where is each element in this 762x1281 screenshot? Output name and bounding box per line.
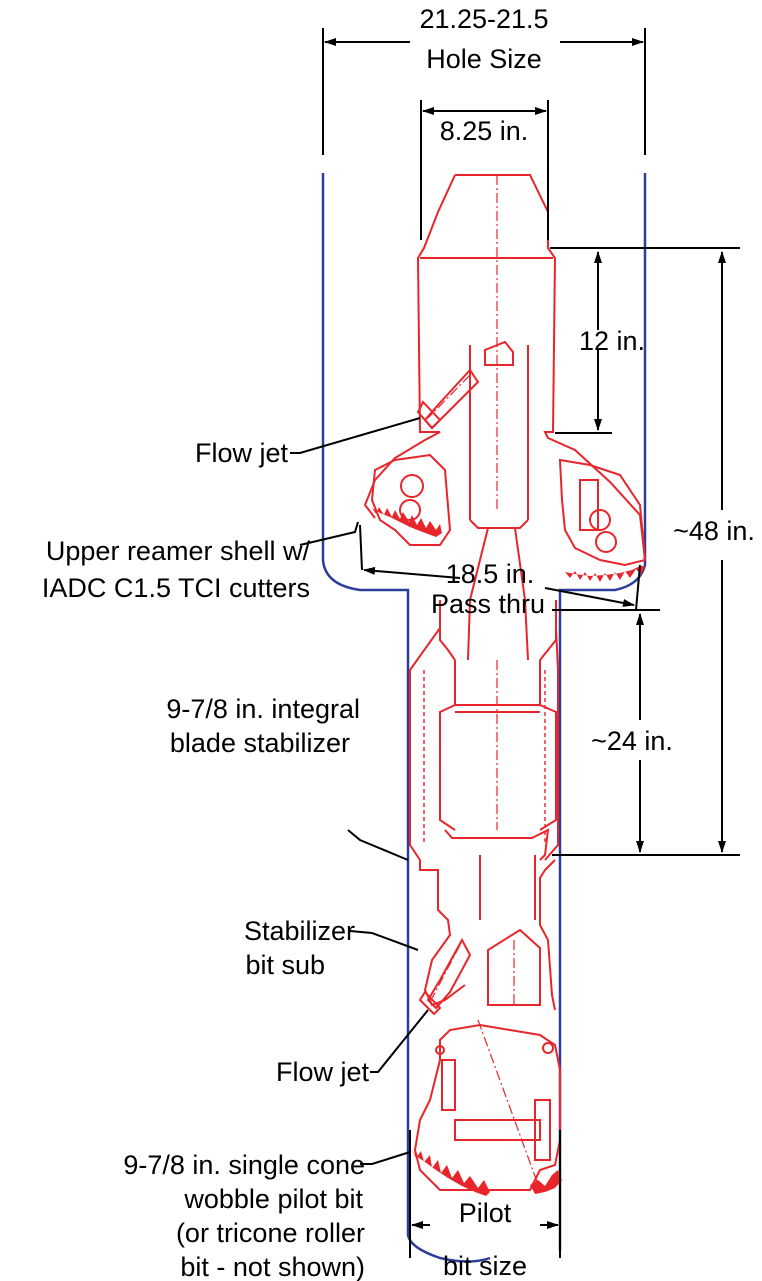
stabilizer-length-label: ~24 in. xyxy=(591,726,673,756)
pass-thru-value: 18.5 in. xyxy=(446,559,535,589)
callout-integral-stabilizer-line1: 9-7/8 in. integral xyxy=(166,694,360,724)
callout-stabilizer-bit-sub-line2: bit sub xyxy=(245,950,325,980)
callout-pilot-bit-line1: 9-7/8 in. single cone xyxy=(123,1150,365,1180)
callout-integral-stabilizer-line2: blade stabilizer xyxy=(170,728,350,758)
hole-size-value: 21.25-21.5 xyxy=(419,4,548,34)
hole-wall-outline xyxy=(321,173,647,1263)
callout-upper-reamer-line2: IADC C1.5 TCI cutters xyxy=(42,573,310,603)
pilot-bit-size-line2: bit size xyxy=(443,1251,527,1281)
overall-length-label: ~48 in. xyxy=(673,516,755,546)
hole-size-label: Hole Size xyxy=(426,44,542,74)
pass-thru-label: Pass thru xyxy=(431,589,545,619)
callout-flow-jet-upper: Flow jet xyxy=(195,438,289,468)
callout-pilot-bit-line4: bit - not shown) xyxy=(180,1252,365,1281)
callout-stabilizer-bit-sub-line1: Stabilizer xyxy=(244,916,355,946)
upper-length-label: 12 in. xyxy=(579,326,645,356)
reamer-tool-body xyxy=(363,174,647,1196)
callout-pilot-bit-line3: (or tricone roller xyxy=(176,1218,365,1248)
callout-pilot-bit-line2: wobble pilot bit xyxy=(183,1184,363,1214)
pilot-bit-size-line1: Pilot xyxy=(459,1198,512,1228)
callout-upper-reamer-line1: Upper reamer shell w/ xyxy=(46,536,311,566)
shank-size-label: 8.25 in. xyxy=(440,116,529,146)
callout-flow-jet-lower: Flow jet xyxy=(276,1057,370,1087)
